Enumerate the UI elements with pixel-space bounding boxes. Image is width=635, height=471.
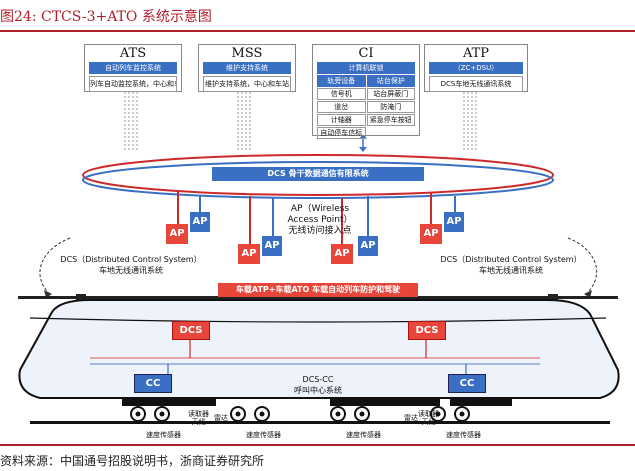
speed-sensor-label: 速度传感器: [446, 431, 481, 439]
ap-description: AP（Wireless Access Point） 无线访问接入点: [276, 204, 364, 237]
speed-sensor-label: 速度传感器: [146, 431, 181, 439]
atp-title: ATP: [462, 46, 490, 61]
antenna-line: 读取器: [418, 410, 439, 418]
onboard-banner: 车载ATP+车载ATO 车载自动列车防护和驾驶: [218, 283, 418, 297]
ci-cell: 自动停车信标: [317, 127, 366, 139]
mss-desc: 维护支持系统，中心和车站: [203, 76, 291, 92]
ap-box-red: AP: [420, 224, 442, 244]
backbone-ring-red: [82, 154, 554, 196]
dcs-cc-line: DCS-CC: [302, 375, 334, 384]
mss-box: MSS 维护支持系统 维护支持系统，中心和车站: [198, 44, 296, 92]
ci-cell: 道岔: [317, 101, 366, 113]
antenna-line: 天线: [421, 418, 436, 426]
ci-cell: 轨旁设备: [317, 75, 366, 87]
antenna-line: 读取器: [188, 410, 209, 418]
ap-box-blue: AP: [262, 236, 282, 256]
dcs-note-left: DCS（Distributed Control System） 车地无线通讯系统: [52, 254, 210, 276]
radar-label-right: 雷达: [404, 414, 418, 422]
backbone-ring-blue: [82, 161, 554, 199]
antenna-label-right: 读取器 天线: [418, 410, 439, 426]
dcs-cc-line: 呼叫中心系统: [294, 386, 342, 395]
ap-box-blue: AP: [358, 236, 378, 256]
mss-title: MSS: [231, 46, 263, 61]
ci-cell: 防淹门: [366, 101, 415, 113]
mss-subtitle: 维护支持系统: [203, 62, 291, 74]
dcs-note-line: DCS（Distributed Control System）: [60, 255, 202, 264]
antenna-line: 天线: [191, 418, 206, 426]
ap-box-red: AP: [331, 244, 353, 264]
ap-box-red: AP: [166, 224, 188, 244]
ap-box-red: AP: [238, 244, 260, 264]
source-rule: [0, 444, 635, 446]
ci-grid: 轨旁设备 站台保护 信号机 站台屏蔽门 道岔 防淹门 计轴器 紧急停车按钮 自动…: [317, 75, 415, 139]
dcs-note-line: DCS（Distributed Control System）: [440, 255, 582, 264]
ap-box-blue: AP: [444, 212, 464, 232]
backbone-label: DCS 骨干数据通信有限系统: [212, 167, 424, 181]
title-rule: [0, 30, 635, 32]
ci-cell: 紧急停车按钮: [366, 114, 415, 126]
ci-box: CI 计算机联锁 轨旁设备 站台保护 信号机 站台屏蔽门 道岔 防淹门 计轴器 …: [312, 44, 420, 139]
speed-sensor-label: 速度传感器: [246, 431, 281, 439]
atp-subtitle: （ZC+DSU）: [429, 62, 523, 74]
onboard-cc-left: CC: [134, 374, 172, 393]
ci-cell: 站台屏蔽门: [366, 88, 415, 100]
dcs-note-line: 车地无线通讯系统: [479, 266, 543, 275]
ats-desc: 列车自动监控系统，中心和车站: [89, 76, 177, 92]
figure-source: 资料来源：中国通号招股说明书，浙商证券研究所: [0, 454, 265, 468]
ci-title: CI: [358, 46, 374, 61]
antenna-label-left: 读取器 天线: [188, 410, 209, 426]
ap-desc-line: Access Point）: [287, 215, 353, 225]
ap-box-blue: AP: [190, 212, 210, 232]
speed-sensor-label: 速度传感器: [346, 431, 381, 439]
ap-desc-line: 无线访问接入点: [288, 226, 352, 236]
ats-subtitle: 自动列车监控系统: [89, 62, 177, 74]
ap-desc-line: AP（Wireless: [290, 204, 350, 214]
radar-label-left: 雷达: [214, 414, 228, 422]
onboard-cc-right: CC: [448, 374, 486, 393]
ci-subtitle: 计算机联锁: [317, 62, 415, 74]
ci-cell: 计轴器: [317, 114, 366, 126]
ci-cell: 信号机: [317, 88, 366, 100]
ats-title: ATS: [119, 46, 147, 61]
dcs-note-right: DCS（Distributed Control System） 车地无线通讯系统: [432, 254, 590, 276]
dcs-cc-label: DCS-CC 呼叫中心系统: [276, 374, 360, 396]
atp-desc: DCS车地无线通讯系统: [429, 76, 523, 92]
dcs-note-line: 车地无线通讯系统: [99, 266, 163, 275]
ats-box: ATS 自动列车监控系统 列车自动监控系统，中心和车站: [84, 44, 182, 92]
onboard-dcs-right: DCS: [408, 321, 446, 340]
atp-box: ATP （ZC+DSU） DCS车地无线通讯系统: [424, 44, 528, 92]
onboard-dcs-left: DCS: [172, 321, 210, 340]
ci-cell: 站台保护: [366, 75, 415, 87]
figure-title: 图24: CTCS-3+ATO 系统示意图: [0, 9, 212, 25]
train-body: [18, 299, 620, 399]
